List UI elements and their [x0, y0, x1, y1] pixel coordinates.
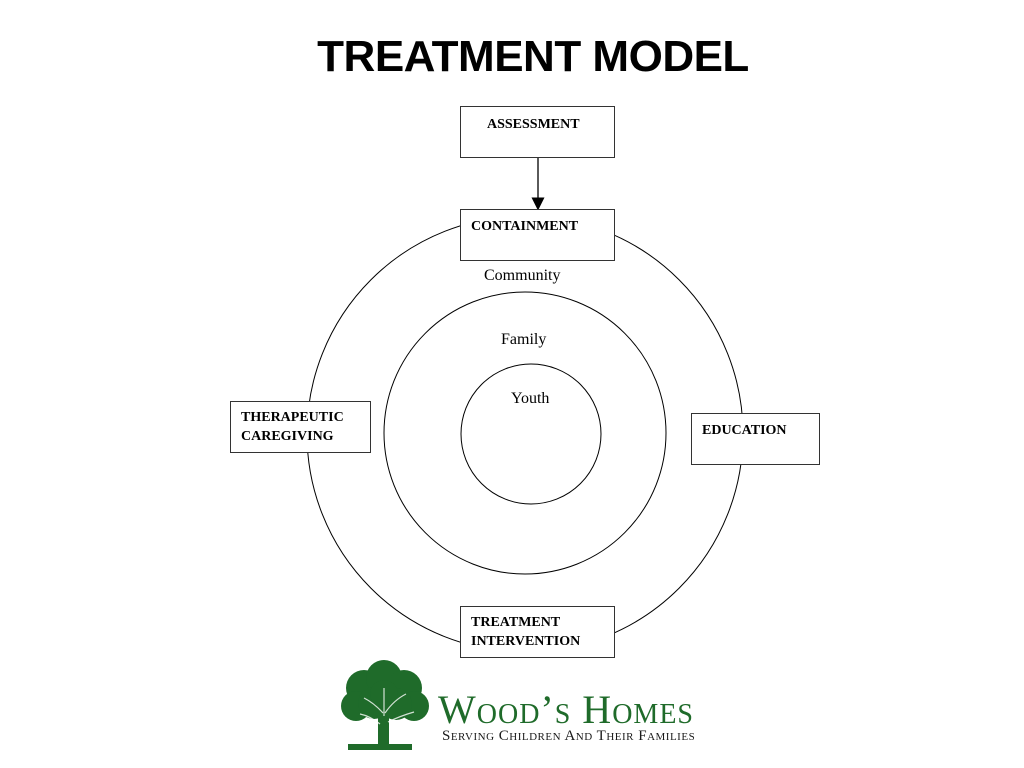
therapeutic-label: THERAPEUTIC	[241, 410, 344, 425]
containment-box: CONTAINMENT	[460, 209, 615, 261]
containment-label: CONTAINMENT	[471, 219, 579, 234]
assessment-box: ASSESSMENT	[460, 106, 615, 158]
logo-tagline: Serving Children And Their Families	[442, 728, 696, 744]
treatment-intervention-box: TREATMENT INTERVENTION	[460, 606, 615, 658]
youth-circle	[460, 363, 602, 505]
tree-icon	[341, 660, 429, 750]
caregiving-label: CAREGIVING	[241, 429, 334, 444]
family-label: Family	[501, 331, 547, 348]
intervention-label: INTERVENTION	[471, 634, 581, 649]
education-box: EDUCATION	[691, 413, 820, 465]
therapeutic-caregiving-box: THERAPEUTIC CAREGIVING	[230, 401, 371, 453]
woods-homes-logo: Wood’s Homes Serving Children And Their …	[334, 658, 774, 758]
education-label: EDUCATION	[702, 423, 787, 438]
youth-label: Youth	[511, 390, 550, 407]
community-label: Community	[484, 267, 561, 284]
page-title: TREATMENT MODEL	[317, 32, 749, 81]
logo-wordmark: Wood’s Homes	[438, 687, 694, 732]
treatment-label: TREATMENT	[471, 615, 561, 630]
family-ring	[383, 291, 667, 575]
assessment-label: ASSESSMENT	[487, 117, 580, 132]
